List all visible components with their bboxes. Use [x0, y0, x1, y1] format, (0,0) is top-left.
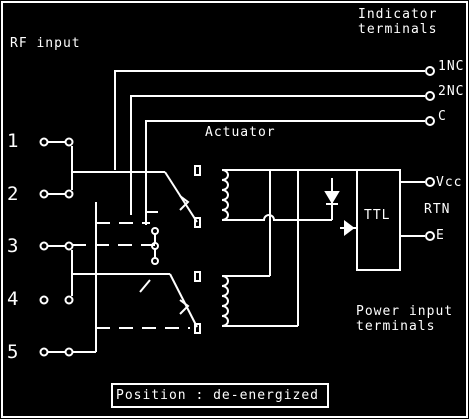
ttl-label: TTL: [364, 208, 391, 223]
port-4-label: 4: [7, 288, 19, 310]
indicator-wiring: [115, 67, 434, 225]
indicator-label-line2: terminals: [358, 22, 438, 37]
actuator-wiring: [237, 170, 357, 326]
coil-contacts: [195, 166, 200, 333]
switch-blades: [140, 172, 197, 327]
terminal-vcc-label: Vcc: [436, 175, 463, 190]
indicator-label-line1: Indicator: [358, 7, 438, 22]
terminal-e-label: E: [436, 228, 445, 243]
actuator-coils: [222, 170, 400, 326]
port-2-label: 2: [7, 183, 19, 205]
position-caption-box: [111, 383, 329, 408]
port-5-label: 5: [7, 341, 19, 363]
position-caption: Position : de-energized: [116, 388, 320, 403]
terminal-c-label: C: [438, 109, 447, 124]
port-1-label: 1: [7, 130, 19, 152]
power-input-label-line2: terminals: [356, 319, 436, 334]
actuator-label: Actuator: [205, 125, 276, 140]
ttl-block: [357, 170, 434, 270]
rf-input-label: RF input: [10, 36, 81, 51]
terminal-2nc-label: 2NC: [438, 84, 465, 99]
port-3-label: 3: [7, 235, 19, 257]
terminal-rtn-label: RTN: [424, 202, 451, 217]
power-input-label-line1: Power input: [356, 304, 454, 319]
terminal-1nc-label: 1NC: [438, 59, 465, 74]
rf-port-wiring: [41, 139, 171, 356]
internal-dashed-paths: [72, 223, 190, 328]
